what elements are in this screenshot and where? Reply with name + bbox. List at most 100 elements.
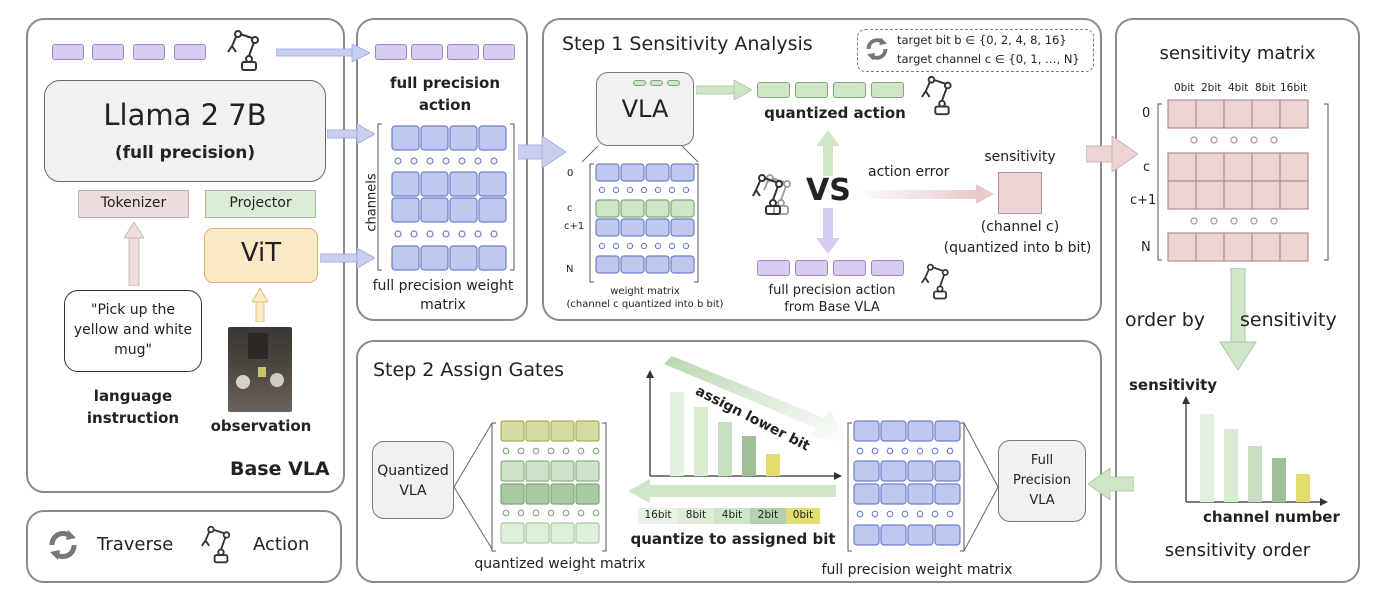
quantize-to-label: quantize to assigned bit (630, 530, 836, 548)
token (133, 44, 165, 60)
arrow-vla-to-quantized (696, 80, 752, 100)
traverse-icon (49, 530, 77, 560)
step2-title: Step 2 Assign Gates (373, 359, 565, 381)
arrow-observation-to-vit (252, 288, 268, 322)
step1-weight-sublabel: (channel c quantized into b bit) (566, 299, 724, 310)
token (411, 44, 443, 60)
base-vla-title: Base VLA (230, 458, 330, 480)
arrow-vs-up (816, 130, 840, 176)
order-chart (1182, 396, 1328, 506)
token (871, 260, 904, 276)
language-label: language instruction (86, 387, 180, 427)
quantized-vla-label: Quantized VLA (377, 463, 449, 499)
order-title: sensitivity order (1164, 540, 1311, 561)
assign-bar-1 (670, 392, 684, 476)
step1-row-0: 0 (567, 168, 574, 179)
fp-action-base-label: full precision action (768, 283, 896, 298)
from-base-label: from Base VLA (784, 300, 880, 315)
token (833, 82, 866, 98)
bit-4: 4bit (714, 508, 750, 524)
projector-label: Projector (229, 195, 292, 211)
step1-row-n: N (566, 264, 574, 275)
token (92, 44, 124, 60)
col-4bit: 4bit (1228, 82, 1249, 94)
order-bar-2 (1224, 429, 1238, 502)
vs-label: VS (806, 173, 851, 208)
bit-8: 8bit (678, 508, 714, 524)
arrow-instruction-to-tokenizer (124, 222, 144, 286)
step1-row-c: c (567, 203, 573, 214)
legend-panel (26, 510, 342, 583)
quantized-action-label: quantized action (764, 104, 906, 122)
order-bar-1 (1200, 414, 1214, 502)
col-16bit: 16bit (1280, 82, 1308, 94)
action-icon (201, 525, 231, 564)
instruction-text: "Pick up the yellow and white mug" (73, 302, 193, 358)
llama-box (44, 80, 326, 182)
order-sensitivity-label: sensitivity (1240, 309, 1337, 331)
target-box (857, 29, 1094, 72)
arrow-llama-to-weight (327, 124, 375, 144)
full-precision-vla-box (998, 440, 1086, 522)
instruction-bubble (64, 290, 202, 372)
vit-label: ViT (240, 238, 282, 268)
llama-subtitle: (full precision) (114, 143, 256, 163)
token (447, 44, 479, 60)
sens-row-c1: c+1 (1130, 193, 1157, 208)
order-by-label: order by (1125, 309, 1206, 331)
robot-arm-icon (921, 263, 949, 300)
step1-weight-label: weight matrix (610, 286, 680, 297)
bit-16: 16bit (638, 508, 678, 524)
tokenizer-box (78, 190, 189, 218)
llama-title: Llama 2 7B (103, 98, 267, 132)
target-bit-text: target bit b ∈ {0, 2, 4, 8, 16} (897, 33, 1067, 47)
assign-chart (646, 370, 842, 480)
channels-label: channels (364, 173, 380, 232)
sensitivity-cell (998, 172, 1042, 214)
sens-row-c: c (1143, 160, 1151, 175)
token (757, 82, 790, 98)
step1-row-c1: c+1 (564, 221, 585, 232)
sensitivity-label: sensitivity (984, 149, 1056, 165)
arrow-vit-to-weight (320, 248, 375, 268)
step2-fp-weight-label: full precision weight matrix (821, 562, 1013, 578)
token (650, 80, 663, 86)
order-chart-xlabel: channel number (1203, 508, 1340, 526)
token (795, 260, 828, 276)
bit-0: 0bit (786, 508, 820, 524)
arrow-order-to-step2 (1088, 468, 1134, 500)
sens-matrix-title: sensitivity matrix (1159, 43, 1316, 64)
projector-box (205, 190, 316, 218)
legend-traverse-label: Traverse (97, 534, 174, 555)
observation-label: observation (210, 417, 312, 435)
step1-title: Step 1 Sensitivity Analysis (562, 33, 813, 55)
target-channel-text: target channel c ∈ {0, 1, …, N} (897, 52, 1080, 66)
vit-box (204, 228, 318, 283)
arrow-step1-to-matrix (1086, 136, 1138, 172)
token (757, 260, 790, 276)
quantized-weight-matrix (454, 420, 607, 552)
token (375, 44, 407, 60)
fp-weight-matrix (377, 123, 515, 271)
assign-lower-arrow (664, 356, 848, 444)
col-2bit: 2bit (1201, 82, 1222, 94)
tokenizer-label: Tokenizer (100, 195, 167, 211)
token (871, 82, 904, 98)
order-bar-5 (1296, 474, 1310, 502)
sensitivity-matrix-grid (1157, 99, 1329, 262)
fp-weight-label: full precision weight matrix (372, 278, 514, 313)
col-0bit: 0bit (1174, 82, 1195, 94)
quantized-vla-box (372, 441, 454, 519)
token (795, 82, 828, 98)
token (833, 260, 866, 276)
token (667, 80, 680, 86)
token (52, 44, 84, 60)
quantized-weight-label: quantized weight matrix (474, 556, 646, 572)
order-chart-ylabel: sensitivity (1129, 376, 1218, 394)
arrow-token-to-fp (276, 44, 370, 62)
token (174, 44, 206, 60)
action-error-label: action error (868, 164, 950, 180)
arrow-action-error (854, 184, 994, 204)
sens-row-0: 0 (1142, 106, 1151, 121)
order-arrow (1219, 268, 1257, 371)
